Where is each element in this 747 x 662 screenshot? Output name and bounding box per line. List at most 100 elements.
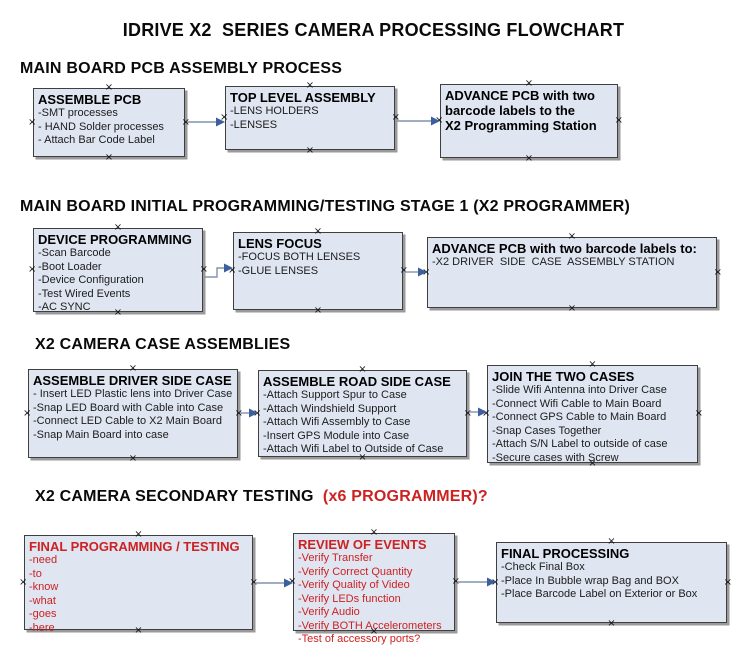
anchor-x-icon: × [723,576,732,588]
section-heading-pcb-assembly: MAIN BOARD PCB ASSEMBLY PROCESS [20,60,343,77]
box-line: -Snap Main Board into case [33,428,169,441]
box-line: -Attach Wifi Label to Outside of Case [263,443,444,455]
box-line: -Boot Loader [38,260,102,273]
anchor-x-icon: × [567,303,577,314]
anchor-x-icon: × [391,112,400,123]
box-line: - Insert LED Plastic lens into Driver Ca… [33,388,233,400]
anchor-x-icon: × [28,264,37,275]
box-line: -LENS HOLDERS [230,105,319,117]
section-heading-secondary-testing: X2 CAMERA SECONDARY TESTING (x6 PROGRAMM… [35,488,488,506]
anchor-x-icon: × [199,264,208,275]
box-line: -goes [29,608,57,620]
box-line: -Verify Correct Quantity [298,565,413,578]
anchor-x-icon: × [491,576,500,588]
box-line: -here [29,621,55,634]
box-line: -Device Configuration [38,274,144,286]
anchor-x-icon: × [422,266,431,278]
box-line: -Slide Wifi Antenna into Driver Case [492,384,667,396]
box-line: -Attach S/N Label to outside of case [492,438,668,450]
box-line: -Scan Barcode [38,247,111,259]
anchor-x-icon: × [128,453,138,464]
flow-box-final-processing: FINAL PROCESSING -Check Final Box -Place… [491,537,732,629]
flow-box-assemble-driver-side-case: ASSEMBLE DRIVER SIDE CASE - Insert LED P… [23,364,243,464]
box-title: JOIN THE TWO CASES [492,369,635,384]
anchor-x-icon: × [253,407,262,419]
box-line: -AC SYNC [38,301,91,313]
box-line: -Connect GPS Cable to Main Board [492,411,667,423]
box-line: -Verify LEDs function [298,592,401,605]
flow-box-top-level-assembly: TOP LEVEL ASSEMBLY -LENS HOLDERS -LENSES… [220,81,400,156]
box-line: -Verify BOTH Accelerometers [298,619,442,632]
anchor-x-icon: × [249,576,258,588]
box-line: -Place Barcode Label on Exterior or Box [501,588,698,600]
box-line: -Verify Audio [298,606,360,618]
box-title: ADVANCE PCB with two barcode labels to t… [445,88,597,133]
box-line: -Test Wired Events [38,287,131,300]
box-line: -Check Final Box [501,561,585,573]
box-line: -Insert GPS Module into Case [263,429,410,442]
heading-red-part: (x6 PROGRAMMER)? [313,488,488,505]
box-title: ASSEMBLE DRIVER SIDE CASE [33,373,232,388]
anchor-x-icon: × [228,265,237,276]
anchor-x-icon: × [23,407,32,419]
box-title: FINAL PROGRAMMING / TESTING [29,539,240,554]
box-line: -Snap Cases Together [492,424,602,437]
anchor-x-icon: × [288,576,297,587]
box-line: -Verify Transfer [298,552,373,564]
anchor-x-icon: × [694,408,703,419]
anchor-x-icon: × [104,152,114,163]
flow-box-assemble-road-side-case: ASSEMBLE ROAD SIDE CASE -Attach Support … [253,365,472,463]
anchor-x-icon: × [607,618,616,629]
heading-black-part: X2 CAMERA SECONDARY TESTING [35,488,314,505]
section-heading-case-assemblies: X2 CAMERA CASE ASSEMBLIES [35,336,291,353]
anchor-x-icon: × [713,266,722,278]
box-line: -Secure cases with Screw [492,451,619,464]
box-line: -Connect LED Cable to X2 Main Board [33,415,222,427]
box-line: -X2 DRIVER SIDE CASE ASSEMBLY STATION [432,256,675,268]
box-title: FINAL PROCESSING [501,546,630,561]
box-line: - Attach Bar Code Label [38,134,155,146]
box-line: -need [29,554,58,566]
anchor-x-icon: × [614,115,623,126]
page-title: IDRIVE X2 SERIES CAMERA PROCESSING FLOWC… [122,20,625,40]
box-title: REVIEW OF EVENTS [298,537,427,552]
anchor-x-icon: × [451,576,460,587]
box-line: -Test of accessory ports? [298,633,421,645]
flow-box-lens-focus: LENS FOCUS -FOCUS BOTH LENSES -GLUE LENS… [228,227,408,316]
anchor-x-icon: × [19,576,28,588]
box-line: -Snap LED Board with Cable into Case [33,401,224,414]
box-line: -to [29,567,42,580]
anchor-x-icon: × [313,305,323,316]
box-line: -what [29,594,56,607]
box-line: -SMT processes [38,107,118,119]
box-line: -Place In Bubble wrap Bag and BOX [501,574,679,587]
box-line: -GLUE LENSES [238,264,319,277]
flow-box-advance-pcb-driver-side-station: ADVANCE PCB with two barcode labels to: … [422,232,722,314]
box-line: -Attach Wifi Assembly to Case [263,416,411,428]
box-line: -Verify Quality of Video [298,579,410,591]
box-title: TOP LEVEL ASSEMBLY [230,90,376,105]
anchor-x-icon: × [220,112,229,123]
section-heading-initial-programming: MAIN BOARD INITIAL PROGRAMMING/TESTING S… [20,198,631,215]
flow-box-advance-pcb-programming-station: ADVANCE PCB with two barcode labels to t… [435,79,623,164]
arrow-programming-to-lensfocus [205,263,233,278]
flow-box-final-programming-testing: FINAL PROGRAMMING / TESTING -need -to -k… [19,530,258,636]
flow-box-device-programming: DEVICE PROGRAMMING -Scan Barcode -Boot L… [28,223,208,318]
box-title: LENS FOCUS [238,236,322,251]
anchor-x-icon: × [482,408,491,419]
anchor-x-icon: × [305,145,315,156]
box-line: -FOCUS BOTH LENSES [238,251,361,263]
flow-box-review-of-events: REVIEW OF EVENTS -Verify Transfer -Verif… [288,528,460,646]
anchor-x-icon: × [181,116,190,128]
anchor-x-icon: × [435,115,444,126]
box-line: -LENSES [230,118,278,131]
box-title: ASSEMBLE ROAD SIDE CASE [263,374,451,389]
box-line: -Connect Wifi Cable to Main Board [492,397,662,410]
box-line: -Attach Windshield Support [263,402,397,415]
box-title: ADVANCE PCB with two barcode labels to: [432,241,697,256]
anchor-x-icon: × [399,265,408,276]
box-title: DEVICE PROGRAMMING [38,232,192,247]
anchor-x-icon: × [524,153,534,164]
box-line: - HAND Solder processes [38,120,164,133]
anchor-x-icon: × [463,407,472,419]
